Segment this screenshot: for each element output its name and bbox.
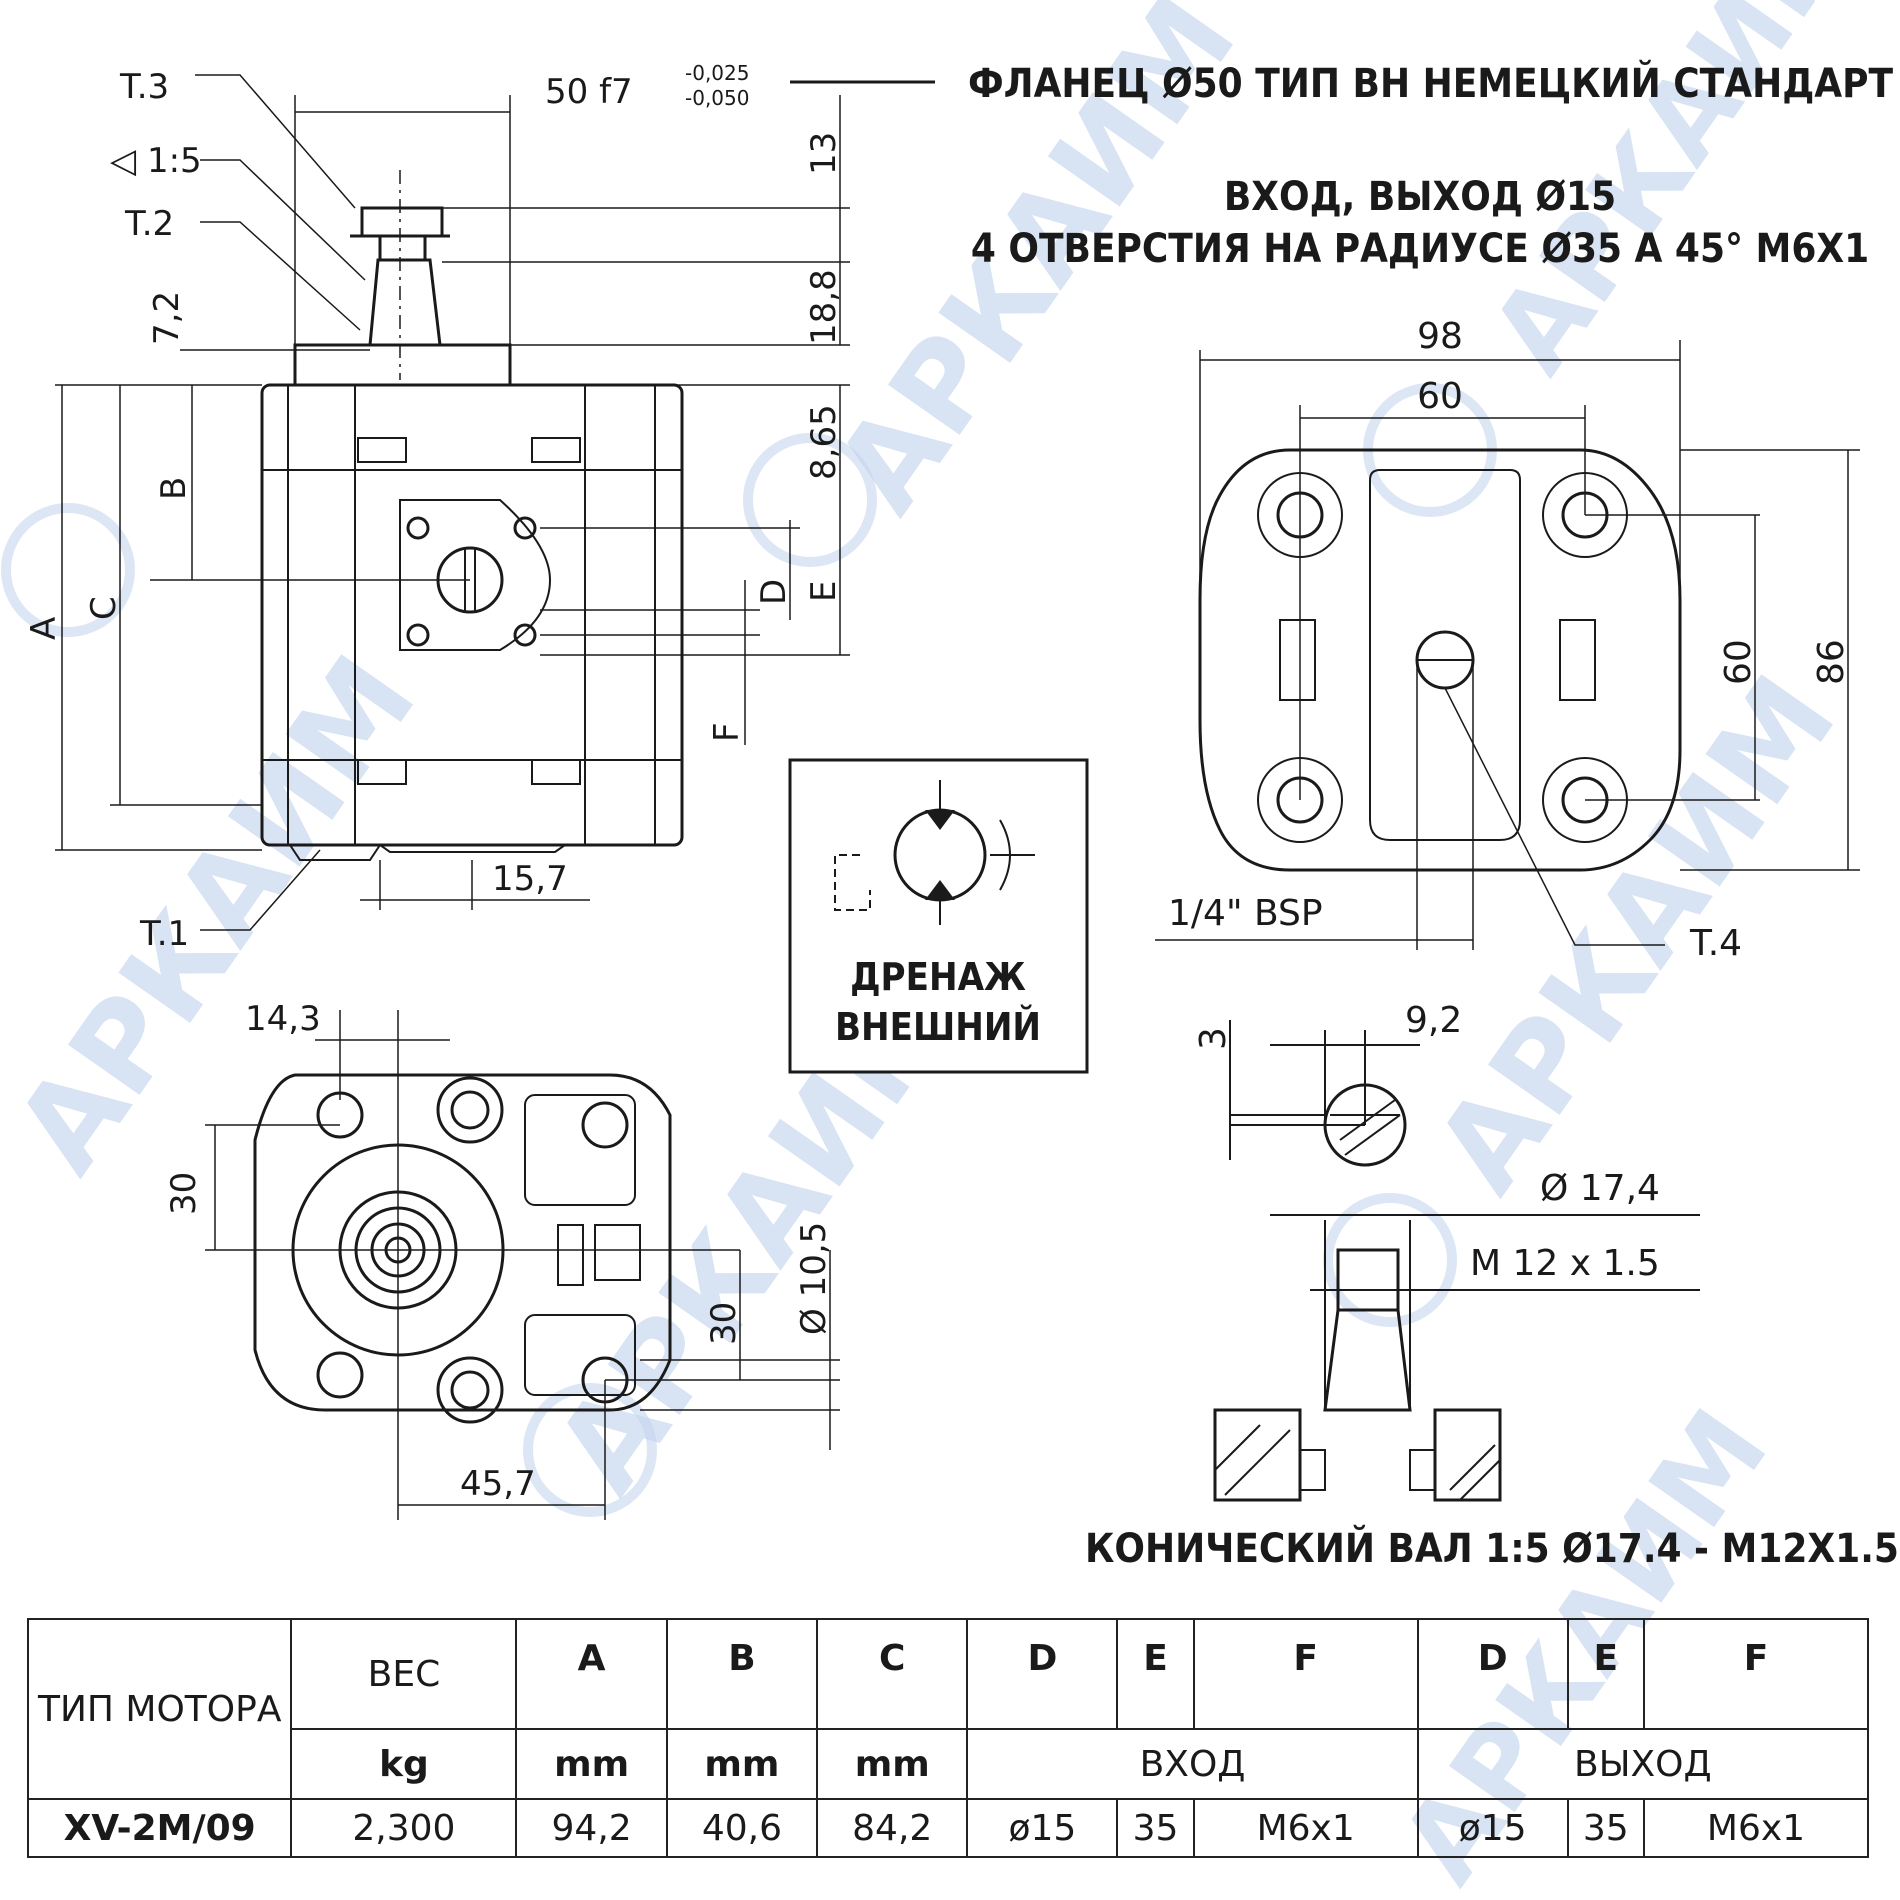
header-type: ТИП МОТОРА (26, 1618, 293, 1800)
dim-60-vertical: 60 (1718, 639, 1759, 685)
dim-a: A (24, 617, 64, 640)
dim-86: 86 (1811, 639, 1852, 685)
cell-d-out: ø15 (1416, 1798, 1569, 1858)
dim-e: E (804, 581, 844, 602)
cell-weight: 2,300 (290, 1798, 518, 1858)
drain-line-1: ДРЕНАЖ (850, 955, 1026, 999)
dim-50f7: 50 f7 (545, 72, 633, 112)
dim-f: F (707, 722, 747, 742)
unit-mm-c: mm (816, 1728, 969, 1800)
cell-b: 40,6 (665, 1798, 819, 1858)
label-t1: T.1 (139, 914, 189, 954)
header-f-in: F (1192, 1618, 1419, 1730)
dim-14-3: 14,3 (245, 999, 321, 1039)
header-d-out: D (1416, 1618, 1569, 1730)
svg-text:АРКАИМ: АРКАИМ (1410, 652, 1863, 1216)
cell-d-in: ø15 (966, 1798, 1119, 1858)
dim-d: D (754, 579, 794, 605)
dim-18-8: 18,8 (804, 269, 844, 345)
drain-line-2: ВНЕШНИЙ (835, 1005, 1041, 1049)
cell-type: XV-2M/09 (26, 1798, 293, 1858)
dim-45-7: 45,7 (460, 1464, 536, 1504)
cell-c: 84,2 (816, 1798, 969, 1858)
thread-label: M 12 x 1.5 (1470, 1243, 1660, 1284)
dim-3: 3 (1193, 1027, 1234, 1050)
cell-e-out: 35 (1566, 1798, 1645, 1858)
flange-title: ФЛАНЕЦ Ø50 ТИП BH НЕМЕЦКИЙ СТАНДАРТ (968, 59, 1893, 107)
label-t4: T.4 (1689, 923, 1742, 964)
unit-mm-a: mm (515, 1728, 668, 1800)
header-a: A (515, 1618, 668, 1730)
cell-f-in: M6x1 (1192, 1798, 1419, 1858)
group-inlet: ВХОД (966, 1728, 1419, 1800)
svg-text:АРКАИМ: АРКАИМ (0, 632, 443, 1196)
label-t3: T.3 (119, 67, 169, 107)
tol-upper: -0,025 (685, 61, 749, 85)
header-e-out: E (1566, 1618, 1645, 1730)
dim-17-4: Ø 17,4 (1540, 1168, 1660, 1209)
hydraulic-symbol-box: ДРЕНАЖ ВНЕШНИЙ (788, 758, 1089, 1074)
shaft-detail (1213, 1020, 1700, 1502)
ports-line-2: 4 ОТВЕРСТИЯ НА РАДИУСЕ Ø35 А 45° М6Х1 (971, 226, 1869, 272)
dim-8-65: 8,65 (804, 404, 844, 480)
tol-lower: -0,050 (685, 86, 749, 110)
dim-c: C (84, 596, 124, 620)
header-e-in: E (1116, 1618, 1195, 1730)
unit-mm-b: mm (665, 1728, 819, 1800)
cell-f-out: M6x1 (1642, 1798, 1870, 1858)
unit-kg: kg (290, 1728, 518, 1800)
dim-30-upper: 30 (164, 1172, 204, 1215)
table-row: XV-2M/09 2,300 94,2 40,6 84,2 ø15 35 M6x… (26, 1798, 1870, 1858)
dim-60-horizontal: 60 (1417, 376, 1463, 417)
shaft-caption: КОНИЧЕСКИЙ ВАЛ 1:5 Ø17.4 - M12X1.5 (1085, 1524, 1899, 1572)
label-t2: T.2 (124, 204, 174, 244)
cell-a: 94,2 (515, 1798, 668, 1858)
dim-13: 13 (804, 132, 844, 175)
spec-table: ТИП МОТОРА ВЕС A B C D E F D E F kg mm m… (26, 1618, 1870, 1858)
dim-10-5: Ø 10,5 (794, 1222, 834, 1335)
dim-15-7: 15,7 (492, 859, 568, 899)
dim-7-2: 7,2 (147, 291, 187, 345)
header-d-in: D (966, 1618, 1119, 1730)
ports-line-1: ВХОД, ВЫХОД Ø15 (1224, 174, 1616, 220)
header-f-out: F (1642, 1618, 1870, 1730)
label-taper: ◁ 1:5 (110, 141, 202, 181)
dim-30-lower: 30 (704, 1302, 744, 1345)
group-outlet: ВЫХОД (1416, 1728, 1870, 1800)
dim-98: 98 (1417, 316, 1463, 357)
header-b: B (665, 1618, 819, 1730)
dim-b: B (154, 477, 194, 500)
header-weight: ВЕС (290, 1618, 518, 1730)
cell-e-in: 35 (1116, 1798, 1195, 1858)
header-c: C (816, 1618, 969, 1730)
dim-9-2: 9,2 (1405, 1000, 1462, 1041)
label-bsp: 1/4" BSP (1168, 893, 1323, 934)
